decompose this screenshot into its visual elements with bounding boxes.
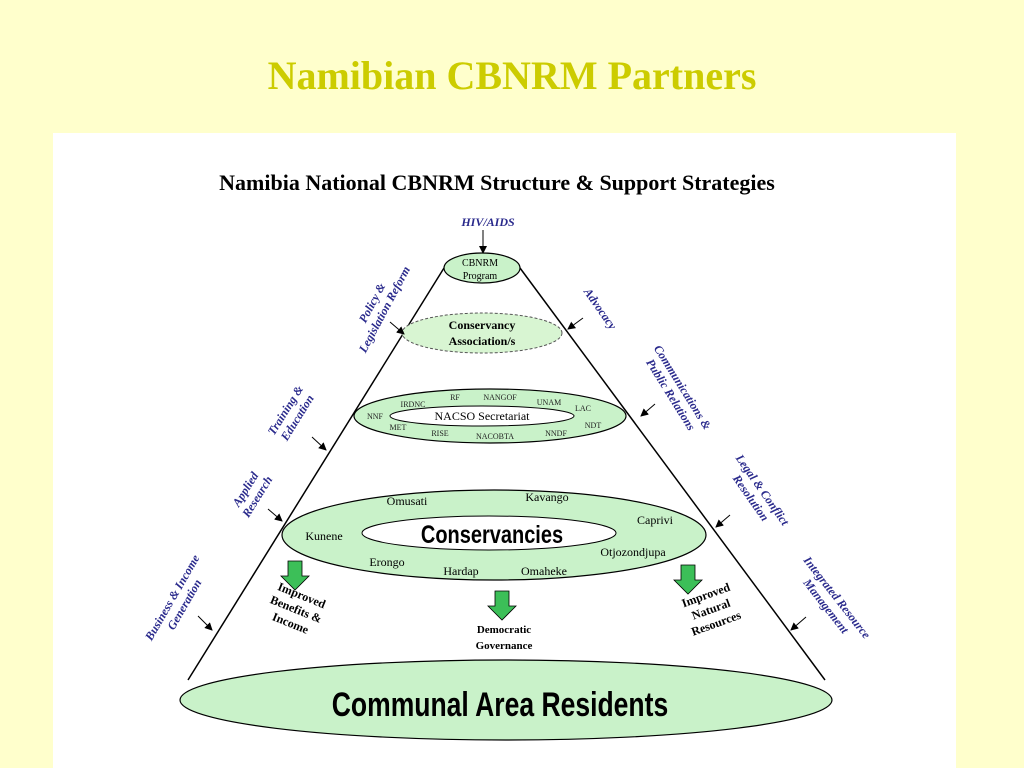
region-label: Otjozondjupa bbox=[600, 545, 666, 559]
strategy-business-arrow bbox=[197, 615, 213, 631]
nacso-center-ellipse bbox=[389, 405, 575, 427]
region-label: Hardap bbox=[443, 564, 478, 578]
nacso-member: UNAM bbox=[537, 398, 561, 407]
outcome-middle-line1: Democratic bbox=[477, 624, 531, 636]
strategy-legal-arrow bbox=[715, 514, 731, 528]
conservancy-associations-line2: Association/s bbox=[449, 334, 516, 348]
nacso-secretariat-label: NACSO Secretariat bbox=[435, 409, 531, 423]
conservancy-associations-line1: Conservancy bbox=[449, 318, 516, 332]
strategy-training-arrow bbox=[311, 436, 327, 451]
nacso-member: IRDNC bbox=[401, 400, 426, 409]
nacso-member: LAC bbox=[575, 404, 591, 413]
region-label: Kunene bbox=[305, 529, 342, 543]
base-ellipse bbox=[179, 659, 833, 741]
strategy-research-arrow bbox=[267, 508, 283, 522]
strategy-advocacy-arrow bbox=[567, 317, 584, 330]
outcome-arrow-middle bbox=[487, 590, 517, 621]
nacso-member: RF bbox=[450, 393, 460, 402]
outcome-arrow-right bbox=[673, 564, 703, 595]
outcome-middle-line2: Governance bbox=[476, 640, 533, 652]
strategy-advocacy: Advocacy bbox=[580, 284, 620, 332]
nacso-member: NANGOF bbox=[483, 393, 517, 402]
region-label: Kavango bbox=[525, 490, 568, 504]
strategy-communications-arrow bbox=[640, 403, 656, 417]
nacso-member: NNDF bbox=[545, 429, 567, 438]
diagram-title: Namibia National CBNRM Structure & Suppo… bbox=[219, 170, 775, 195]
hiv-aids-label: HIV/AIDS bbox=[460, 215, 515, 229]
base-label: Communal Area Residents bbox=[332, 686, 668, 724]
region-label: Erongo bbox=[369, 555, 404, 569]
outcome-arrow-left bbox=[280, 560, 310, 591]
cbnrm-program-ellipse bbox=[443, 252, 521, 284]
nacso-member: MET bbox=[390, 423, 407, 432]
strategy-integrated-arrow bbox=[790, 616, 807, 631]
region-label: Omusati bbox=[387, 494, 428, 508]
slide-title: Namibian CBNRM Partners bbox=[267, 53, 757, 98]
cbnrm-program-line2: Program bbox=[463, 271, 498, 282]
cone-left-edge bbox=[187, 267, 445, 681]
cbnrm-program-line1: CBNRM bbox=[462, 258, 498, 269]
nacso-member: NACOBTA bbox=[476, 432, 514, 441]
conservancies-label: Conservancies bbox=[421, 521, 563, 549]
conservancies-center-ellipse bbox=[361, 515, 617, 551]
region-label: Caprivi bbox=[637, 513, 674, 527]
cone-right-edge bbox=[519, 267, 826, 681]
region-label: Omaheke bbox=[521, 564, 567, 578]
nacso-member: NDT bbox=[585, 421, 602, 430]
nacso-member: NNF bbox=[367, 412, 384, 421]
strategy-policy-arrow bbox=[389, 321, 405, 335]
nacso-member: RISE bbox=[431, 429, 448, 438]
